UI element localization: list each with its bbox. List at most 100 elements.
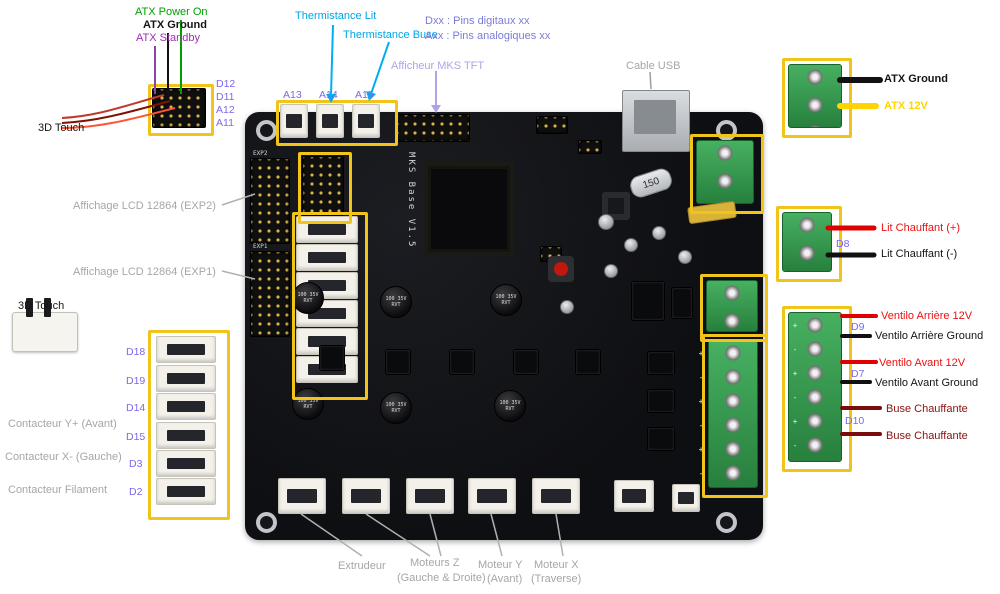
highlight-power-terminal [690, 134, 764, 214]
jst-connector-a14 [316, 104, 344, 138]
highlight-thermistor-header [298, 152, 352, 224]
capacitor: 100 35V RVT [490, 284, 522, 316]
label-afficheur-mks-tft: Afficheur MKS TFT [391, 60, 485, 72]
capacitor: 100 35V RVT [380, 392, 412, 424]
capacitor: 100 35V RVT [292, 282, 324, 314]
legend-digital-pins: Dxx : Pins digitaux xx [425, 15, 530, 27]
label-lcd-exp1: Affichage LCD 12864 (EXP1) [73, 266, 216, 278]
label-contacteur-x: Contacteur X- (Gauche) [5, 451, 122, 463]
mosfet [648, 352, 674, 374]
jst-connector-z-motor-right [406, 478, 454, 514]
bed-terminal-detail [782, 212, 832, 272]
capacitor: 100 35V RVT [380, 286, 412, 318]
label-d2: D2 [129, 486, 143, 498]
jst-connector-x-motor [532, 478, 580, 514]
jst-connector-endstop [156, 336, 216, 363]
capacitor: 100 35V RVT [292, 388, 324, 420]
label-a14: A14 [319, 89, 338, 101]
highlight-atx-detail [782, 58, 852, 138]
mosfet [632, 282, 664, 320]
highlight-axis-connectors [292, 212, 368, 400]
jst-connector-axis [296, 216, 358, 243]
jumper-header [578, 140, 602, 154]
label-atx-ground-top: ATX Ground [143, 19, 207, 31]
smd-capacitor [598, 214, 614, 230]
label-thermistance-buse: Thermistance Buse [343, 29, 438, 41]
highlight-bed-detail [776, 206, 842, 282]
smd-capacitor [604, 264, 618, 278]
jst-connector-endstop [156, 365, 216, 392]
label-buse-chauffante-top: Buse Chauffante [886, 403, 968, 415]
label-moteur-y-sub: (Avant) [487, 573, 523, 585]
arrow-thermistance-lit [330, 24, 334, 96]
label-thermistance-lit: Thermistance Lit [295, 10, 377, 22]
jst-connector-a13 [280, 104, 308, 138]
polarity-marks: + - + - + - [792, 321, 798, 450]
smd-capacitor [560, 300, 574, 314]
label-ventilo-avant-12v: Ventilo Avant 12V [879, 357, 966, 369]
mcu-chip [428, 166, 510, 252]
label-d14: D14 [126, 402, 146, 414]
label-a15: A15 [355, 89, 374, 101]
label-d12: D12 [216, 78, 236, 90]
highlight-endstop-connectors [148, 330, 230, 520]
exp1-silkscreen: EXP1 [253, 243, 268, 250]
3d-touch-pin [26, 298, 33, 317]
label-moteurs-z-sub: (Gauche & Droite) [397, 572, 486, 584]
label-cable-usb: Cable USB [626, 60, 681, 72]
polarity-marks: + - + - + - [698, 349, 704, 478]
label-extrudeur: Extrudeur [338, 560, 386, 572]
label-d19: D19 [126, 375, 146, 387]
label-ventilo-arriere-ground: Ventilo Arrière Ground [875, 330, 984, 342]
jst-connector-endstop [156, 450, 216, 477]
label-d11: D11 [216, 91, 235, 103]
label-d8: D8 [836, 238, 850, 250]
jst-connector-a15 [352, 104, 380, 138]
label-atx-power-on: ATX Power On [135, 6, 208, 18]
legend-analog-pins: Axx : Pins analogiques xx [425, 30, 551, 42]
3d-touch-pin [44, 298, 51, 317]
mosfet [648, 428, 674, 450]
highlight-outputs-terminal [702, 334, 768, 498]
label-moteur-x-sub: (Traverse) [531, 573, 582, 585]
smd-capacitor [678, 250, 692, 264]
label-3d-touch-top: 3D Touch [38, 122, 85, 134]
3d-touch-plug [12, 312, 78, 352]
highlight-outputs-detail [782, 306, 852, 472]
thermistor-pin-header [302, 156, 344, 216]
jst-connector-endstop [156, 422, 216, 449]
label-lcd-exp2: Affichage LCD 12864 (EXP2) [73, 200, 216, 212]
label-a13: A13 [283, 89, 302, 101]
label-d3: D3 [129, 458, 143, 470]
label-d9: D9 [851, 321, 865, 333]
jst-connector-endstop [156, 393, 216, 420]
capacitor: 100 35V RVT [494, 390, 526, 422]
label-atx-12v: ATX 12V [884, 100, 928, 112]
outputs-terminal-detail [788, 312, 842, 462]
driver-ic [450, 350, 474, 374]
label-d7: D7 [851, 368, 865, 380]
arrow-thermistance-buse [370, 41, 390, 95]
jumper-header [536, 116, 568, 134]
mounting-hole [716, 512, 737, 533]
label-atx-ground-right: ATX Ground [884, 73, 948, 85]
driver-ic [320, 346, 344, 370]
label-moteur-y: Moteur Y [478, 559, 523, 571]
label-d15: D15 [126, 431, 146, 443]
label-moteur-x: Moteur X [534, 559, 579, 571]
mounting-hole [256, 120, 277, 141]
jst-connector-z-motor-left [342, 478, 390, 514]
jst-connector-aux [672, 484, 700, 512]
label-lit-chauffant-minus: Lit Chauffant (-) [881, 248, 958, 260]
usb-port-opening [634, 100, 676, 134]
label-ventilo-arriere-12v: Ventilo Arrière 12V [881, 310, 973, 322]
exp2-header [250, 158, 290, 244]
line-cable-usb [649, 71, 652, 90]
mosfet [648, 390, 674, 412]
exp2-silkscreen: EXP2 [253, 150, 268, 157]
label-lit-chauffant-plus: Lit Chauffant (+) [881, 222, 960, 234]
label-3d-touch-left: 3D Touch [18, 300, 65, 312]
tft-aux-header [396, 114, 470, 142]
label-a12: A12 [216, 104, 235, 116]
